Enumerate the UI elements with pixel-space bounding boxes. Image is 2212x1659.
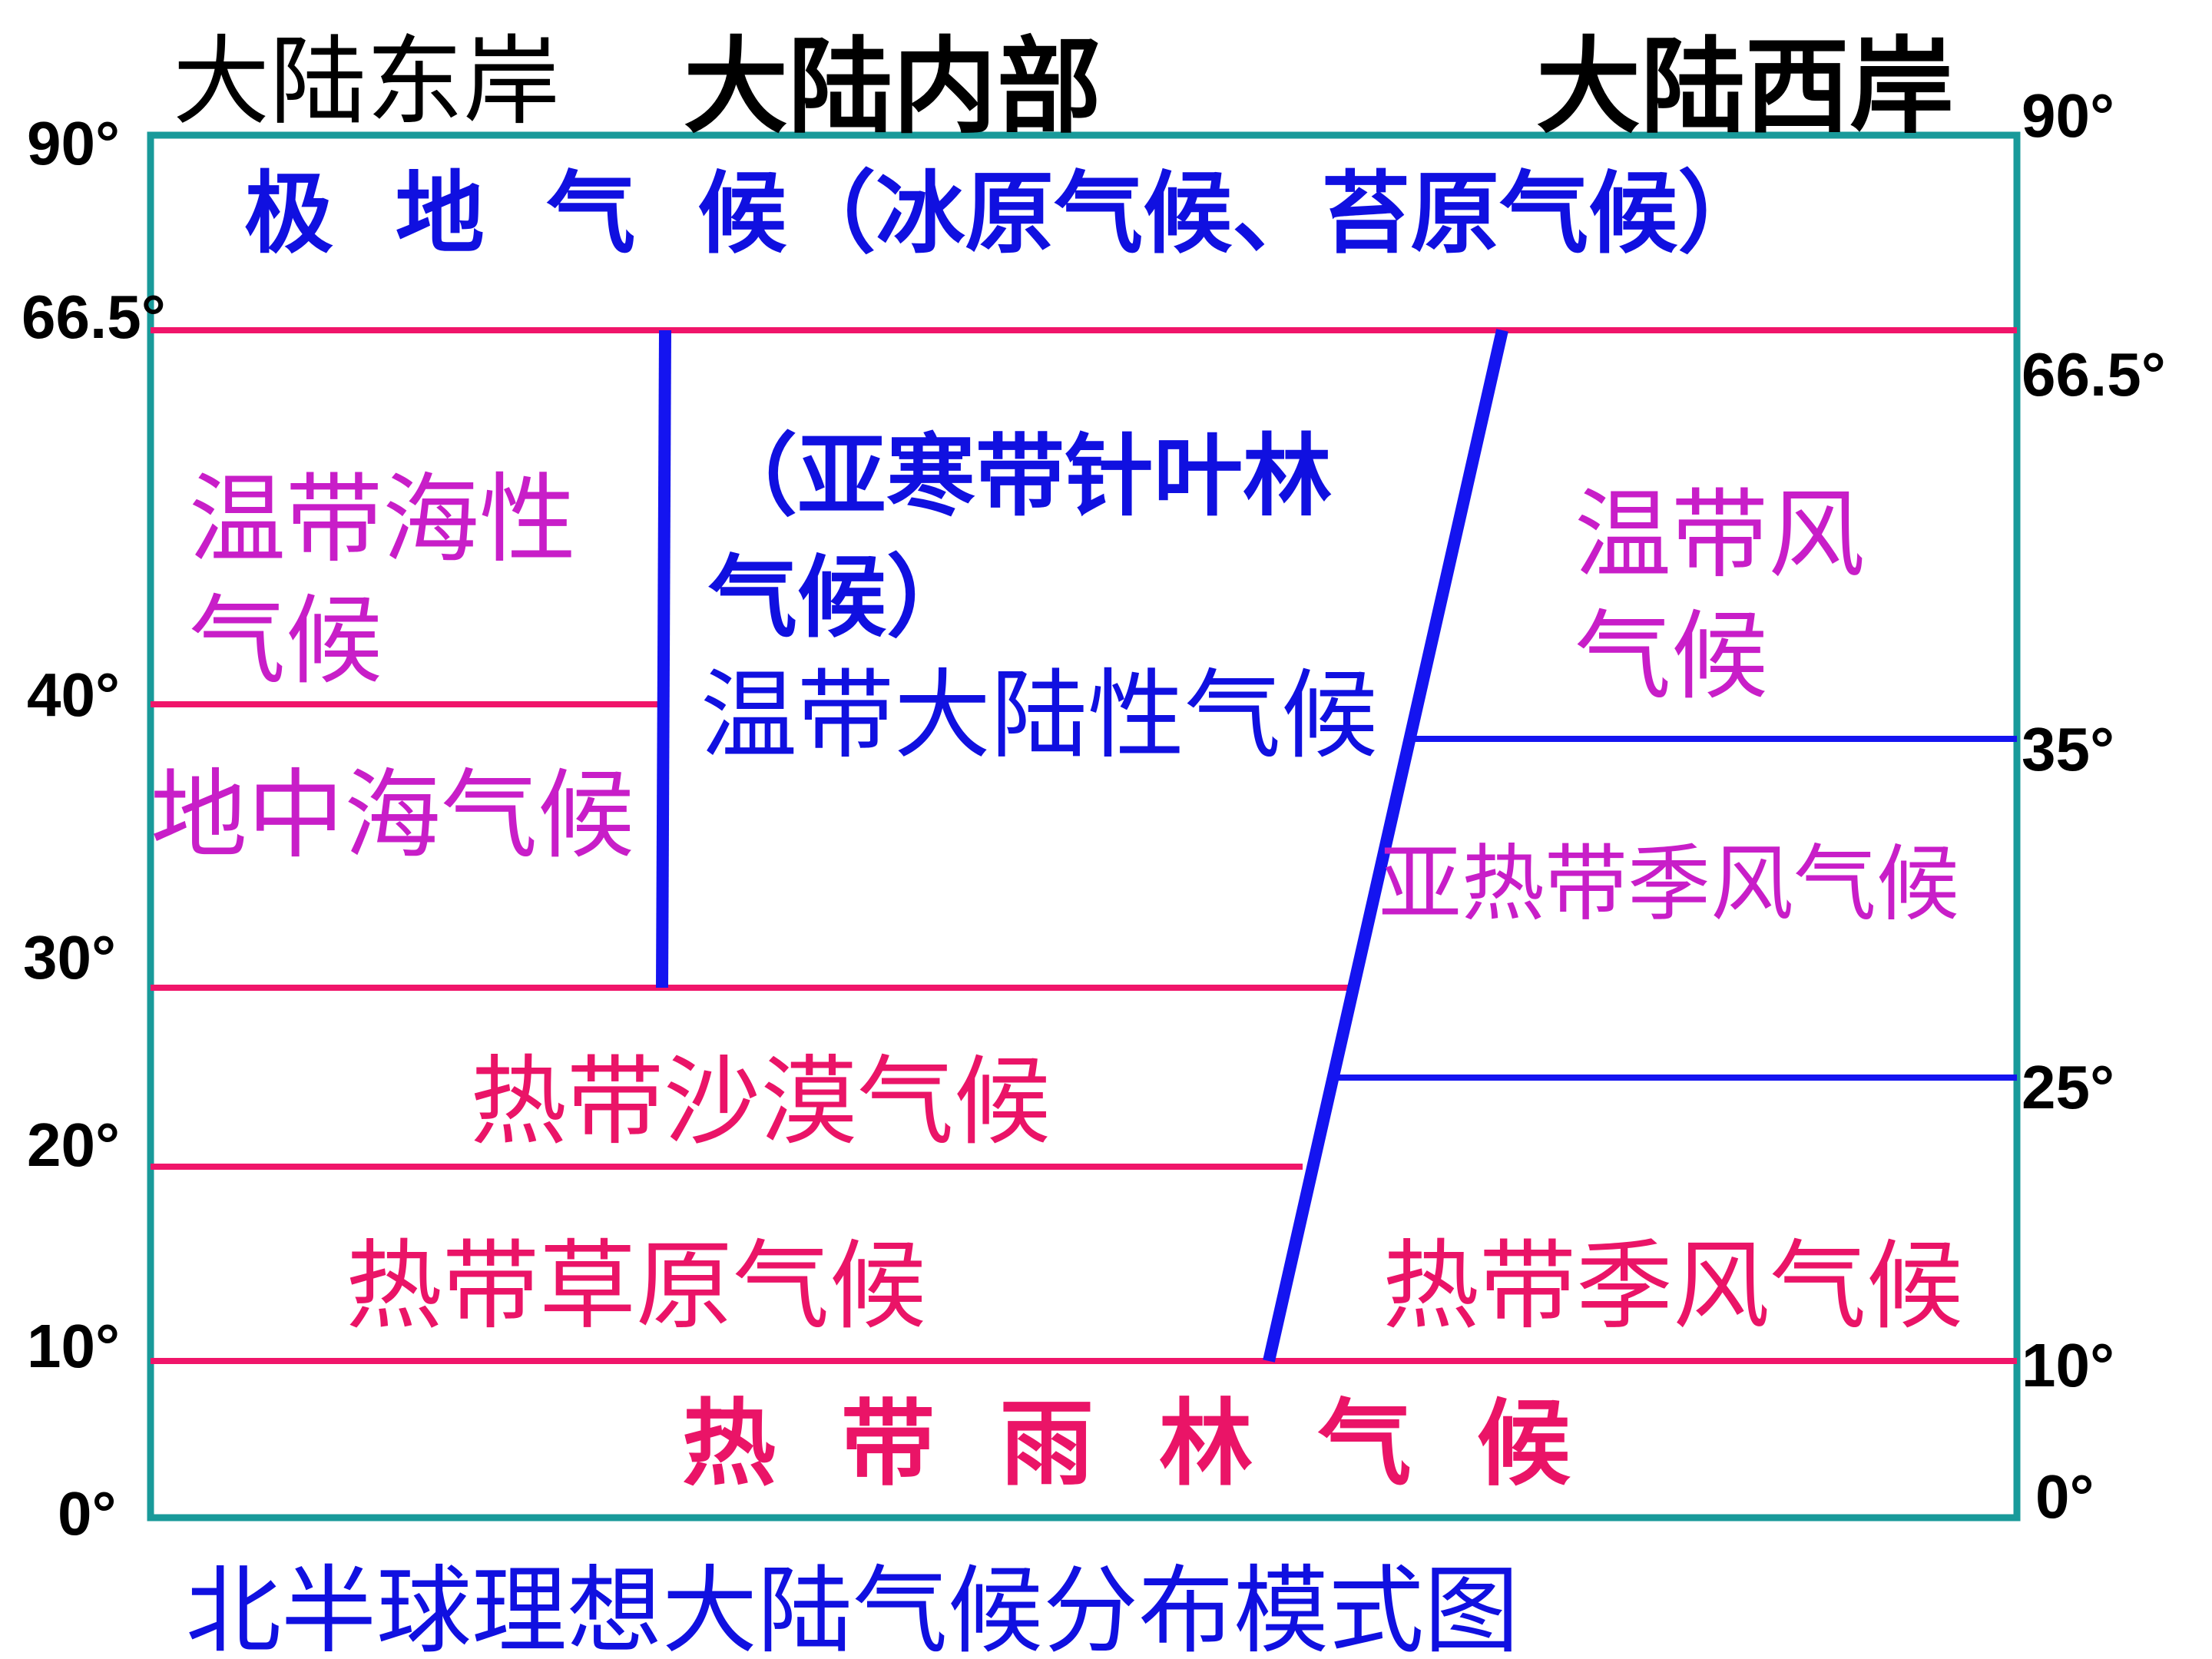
lat-right-66-5: 66.5° xyxy=(2022,340,2166,409)
interior-divider xyxy=(656,329,671,988)
lat-left-20: 20° xyxy=(27,1111,120,1179)
zone-tropical-monsoon: 热带季风气候 xyxy=(1382,1230,1963,1343)
zone-temperate-monsoon-line2: 气候 xyxy=(1575,600,1768,713)
continent-frame xyxy=(147,131,2021,1522)
lat-left-0: 0° xyxy=(58,1479,116,1548)
lat-left-90: 90° xyxy=(27,109,120,177)
lat-right-90: 90° xyxy=(2022,81,2114,150)
west-coast-divider xyxy=(1263,329,1508,1363)
header-west-coast: 大陆西岸 xyxy=(1536,27,1954,148)
lat-right-25: 25° xyxy=(2022,1053,2114,1121)
zone-subarctic-line2: 气候） xyxy=(708,546,975,650)
lat-left-66-5: 66.5° xyxy=(22,283,166,351)
zone-tropical-rainforest: 热 带 雨 林 气 候 xyxy=(682,1389,1571,1498)
zone-tropical-desert: 热带沙漠气候 xyxy=(470,1045,1051,1158)
diagram-caption: 北半球理想大陆气候分布模式图 xyxy=(186,1556,1519,1659)
zone-continental: 温带大陆性气候 xyxy=(700,659,1378,772)
lat-right-10: 10° xyxy=(2022,1331,2114,1399)
lat-right-35: 35° xyxy=(2022,715,2114,783)
zone-subtropical-monsoon: 亚热带季风气候 xyxy=(1379,836,1959,932)
header-interior: 大陆内部 xyxy=(684,27,1101,148)
zone-maritime-line2: 气候 xyxy=(189,584,382,697)
lat-left-30: 30° xyxy=(23,923,116,992)
lat-right-0: 0° xyxy=(2035,1462,2094,1531)
lat-left-40: 40° xyxy=(27,661,120,729)
zone-mediterranean: 地中海气候 xyxy=(151,759,634,872)
lat-left-10: 10° xyxy=(27,1312,120,1380)
zone-polar: 极 地 气 候（冰原气候、苔原气候） xyxy=(244,162,1767,266)
zone-maritime-line1: 温带海性 xyxy=(189,463,576,576)
zone-tropical-savanna: 热带草原气候 xyxy=(346,1230,926,1343)
header-east-coast: 大陆东岸 xyxy=(173,25,560,138)
zone-subarctic-line1: （亚寒带针叶林 xyxy=(708,425,1332,528)
zone-temperate-monsoon-line1: 温带风 xyxy=(1575,478,1865,591)
